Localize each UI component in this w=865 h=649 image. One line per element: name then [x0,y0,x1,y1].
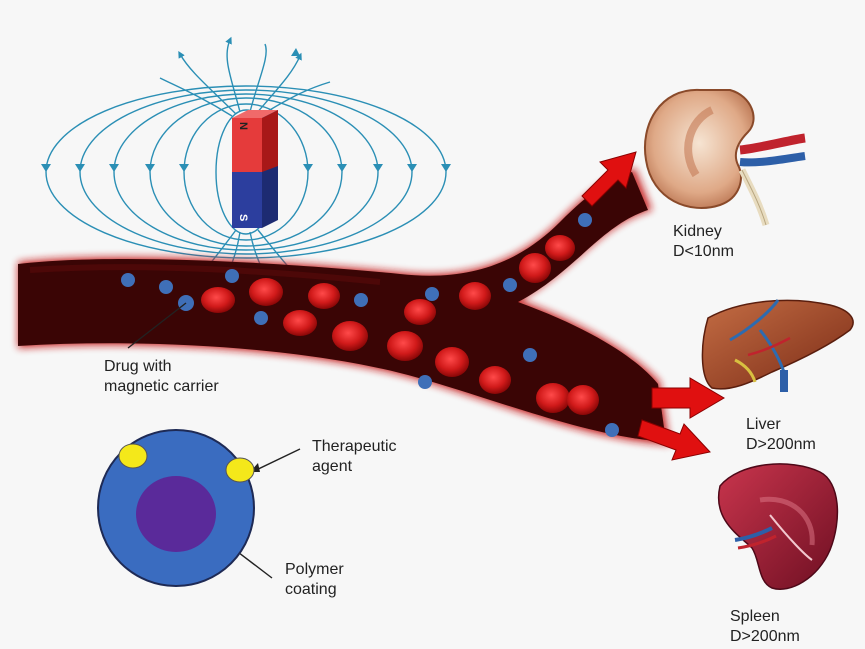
spleen-name: Spleen [730,607,800,627]
polymer-coating-label-line-1: Polymer [285,560,344,580]
liver-size: D>200nm [746,435,816,455]
kidney-name: Kidney [673,222,734,242]
drug-carrier-label-line-2: magnetic carrier [104,377,219,397]
drug-carrier-label-line-1: Drug with [104,357,219,377]
magnet-south-label: S [237,214,249,221]
therapeutic-agent-label-line-2: agent [312,457,397,477]
particle-core [136,476,216,552]
polymer-coating-label: Polymer coating [285,560,344,600]
drug-carrier-label: Drug with magnetic carrier [104,357,219,397]
nanoparticle [98,430,254,586]
polymer-coating-label-line-2: coating [285,580,344,600]
spleen-illustration [719,464,838,589]
kidney-illustration [645,90,805,225]
arrow-to-spleen [638,420,710,460]
spleen-label: Spleen D>200nm [730,607,800,647]
therapeutic-agent-dot [226,458,254,482]
liver-name: Liver [746,415,816,435]
liver-illustration [702,300,853,392]
therapeutic-agent-label-line-1: Therapeutic [312,437,397,457]
kidney-size: D<10nm [673,242,734,262]
therapeutic-agent-label: Therapeutic agent [312,437,397,477]
therapeutic-agent-dot [119,444,147,468]
magnet-north-label: N [237,122,249,130]
spleen-size: D>200nm [730,627,800,647]
liver-label: Liver D>200nm [746,415,816,455]
kidney-label: Kidney D<10nm [673,222,734,262]
